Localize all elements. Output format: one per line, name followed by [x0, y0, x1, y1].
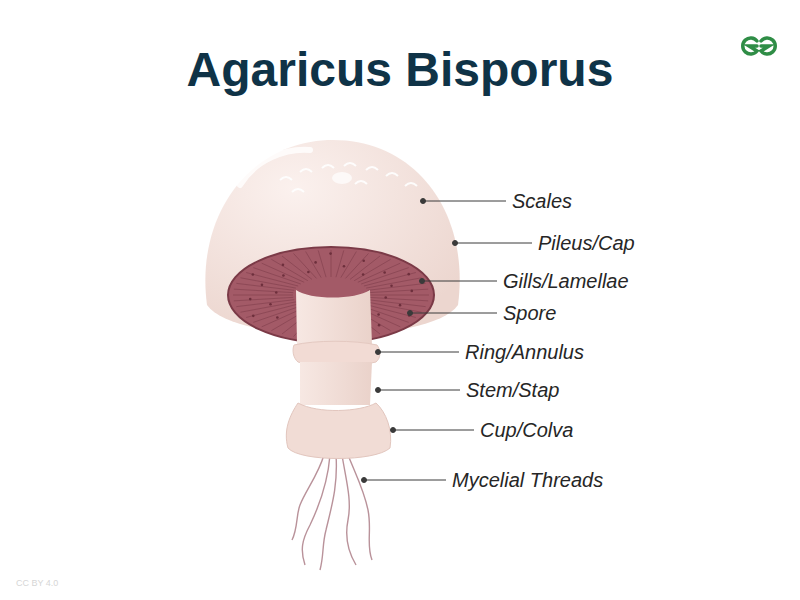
- part-label: Cup/Colva: [480, 419, 573, 442]
- watermark: CC BY 4.0: [16, 578, 58, 588]
- cup: [286, 403, 390, 459]
- logo: [743, 38, 775, 54]
- part-label: Gills/Lamellae: [503, 270, 629, 293]
- scales: [280, 163, 417, 192]
- mycelial-threads: [292, 455, 372, 570]
- part-label: Spore: [503, 302, 556, 325]
- stem: [296, 290, 372, 345]
- title: Agaricus Bisporus: [0, 42, 800, 97]
- part-label: Scales: [512, 190, 572, 213]
- part-label: Ring/Annulus: [465, 341, 584, 364]
- part-label: Pileus/Cap: [538, 232, 635, 255]
- part-label: Stem/Stap: [466, 379, 559, 402]
- part-label: Mycelial Threads: [452, 469, 603, 492]
